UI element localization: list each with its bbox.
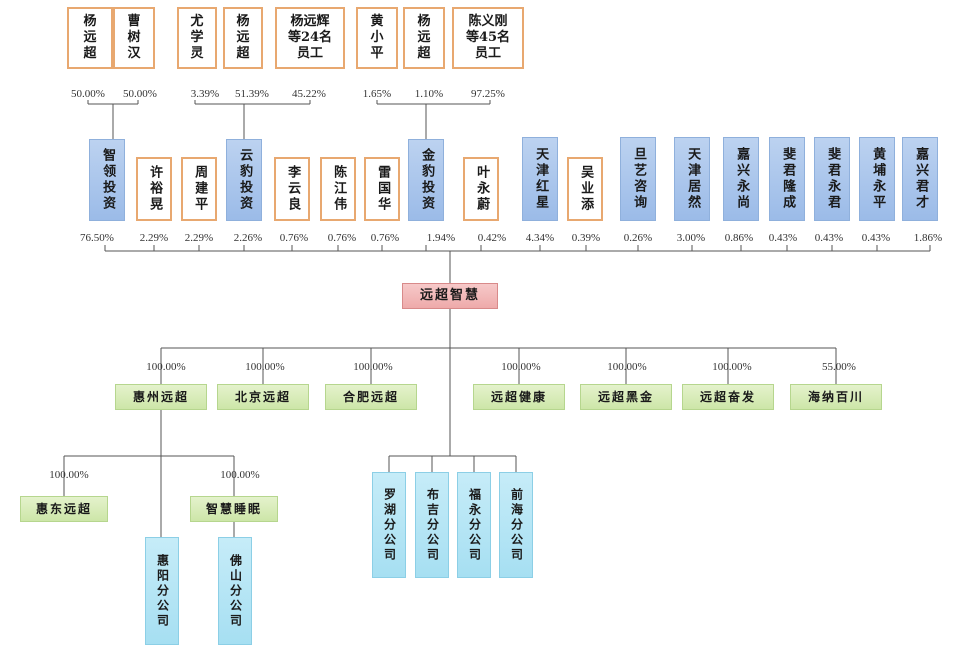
branch-b3: 罗湖分公司	[372, 472, 406, 578]
pct-label-s4: 100.00%	[501, 361, 541, 373]
pct-label-s1: 100.00%	[146, 361, 186, 373]
shareholder-m6: 陈江伟	[320, 157, 356, 221]
pct-label-m12: 0.26%	[623, 232, 653, 244]
pct-label-s3: 100.00%	[353, 361, 393, 373]
shareholder-p6: 黄 小 平	[356, 7, 398, 69]
pct-label-m11: 0.39%	[571, 232, 601, 244]
pct-label-s7: 55.00%	[822, 361, 856, 373]
pct-label-m4: 2.26%	[233, 232, 263, 244]
pct-label-m15: 0.43%	[768, 232, 798, 244]
subsidiary-s6: 远超奋发	[682, 384, 774, 410]
branch-b2: 佛山分公司	[218, 537, 252, 645]
pct-label-m2: 2.29%	[139, 232, 169, 244]
shareholder-m13: 天津居然	[674, 137, 710, 221]
shareholder-p3: 尤 学 灵	[177, 7, 217, 69]
branch-b6: 前海分公司	[499, 472, 533, 578]
pct-label-m17: 0.43%	[861, 232, 891, 244]
shareholder-p1: 杨 远 超	[67, 7, 113, 69]
subsidiary-s7: 海纳百川	[790, 384, 882, 410]
pct-label-p4: 51.39%	[235, 88, 269, 100]
pct-label-p7: 1.10%	[414, 88, 444, 100]
shareholder-m2: 许裕晃	[136, 157, 172, 221]
shareholder-m14: 嘉兴永尚	[723, 137, 759, 221]
shareholder-m5: 李云良	[274, 157, 310, 221]
shareholder-p2: 曹 树 汉	[113, 7, 155, 69]
pct-label-m6: 0.76%	[327, 232, 357, 244]
pct-label-s2: 100.00%	[245, 361, 285, 373]
subsidiary-s3: 合肥远超	[325, 384, 417, 410]
pct-label-p1: 50.00%	[71, 88, 105, 100]
pct-label-p5: 45.22%	[292, 88, 326, 100]
pct-label-p6: 1.65%	[362, 88, 392, 100]
pct-label-p3: 3.39%	[190, 88, 220, 100]
pct-label-m1: 76.50%	[80, 232, 114, 244]
pct-label-m13: 3.00%	[676, 232, 706, 244]
pct-label-s5: 100.00%	[607, 361, 647, 373]
shareholder-p5: 杨远辉 等24名 员工	[275, 7, 345, 69]
pct-label-ss1: 100.00%	[49, 469, 89, 481]
shareholder-m7: 雷国华	[364, 157, 400, 221]
branch-b4: 布吉分公司	[415, 472, 449, 578]
pct-label-p8: 97.25%	[471, 88, 505, 100]
pct-label-m7: 0.76%	[370, 232, 400, 244]
shareholder-m8: 金豹投资	[408, 139, 444, 221]
shareholder-p7: 杨 远 超	[403, 7, 445, 69]
shareholder-m18: 嘉兴君才	[902, 137, 938, 221]
pct-label-m8: 1.94%	[426, 232, 456, 244]
center-company: 远超智慧	[402, 283, 498, 309]
pct-label-p2: 50.00%	[123, 88, 157, 100]
subsidiary-s1: 惠州远超	[115, 384, 207, 410]
shareholder-m9: 叶永蔚	[463, 157, 499, 221]
sub-subsidiary-ss1: 惠东远超	[20, 496, 108, 522]
shareholder-m3: 周建平	[181, 157, 217, 221]
sub-subsidiary-ss2: 智慧睡眠	[190, 496, 278, 522]
subsidiary-s5: 远超黑金	[580, 384, 672, 410]
shareholder-m11: 吴业添	[567, 157, 603, 221]
pct-label-m18: 1.86%	[913, 232, 943, 244]
pct-label-m3: 2.29%	[184, 232, 214, 244]
pct-label-s6: 100.00%	[712, 361, 752, 373]
shareholder-m10: 天津红星	[522, 137, 558, 221]
branch-b5: 福永分公司	[457, 472, 491, 578]
pct-label-m9: 0.42%	[477, 232, 507, 244]
pct-label-m14: 0.86%	[724, 232, 754, 244]
subsidiary-s2: 北京远超	[217, 384, 309, 410]
branch-b1: 惠阳分公司	[145, 537, 179, 645]
subsidiary-s4: 远超健康	[473, 384, 565, 410]
pct-label-ss2: 100.00%	[220, 469, 260, 481]
shareholder-m15: 斐君隆成	[769, 137, 805, 221]
pct-label-m16: 0.43%	[814, 232, 844, 244]
shareholder-m4: 云豹投资	[226, 139, 262, 221]
shareholder-m16: 斐君永君	[814, 137, 850, 221]
shareholder-p4: 杨 远 超	[223, 7, 263, 69]
shareholder-m17: 黄埔永平	[859, 137, 895, 221]
shareholder-m12: 旦艺咨询	[620, 137, 656, 221]
shareholder-m1: 智领投资	[89, 139, 125, 221]
pct-label-m5: 0.76%	[279, 232, 309, 244]
pct-label-m10: 4.34%	[525, 232, 555, 244]
shareholder-p8: 陈义刚 等45名 员工	[452, 7, 524, 69]
